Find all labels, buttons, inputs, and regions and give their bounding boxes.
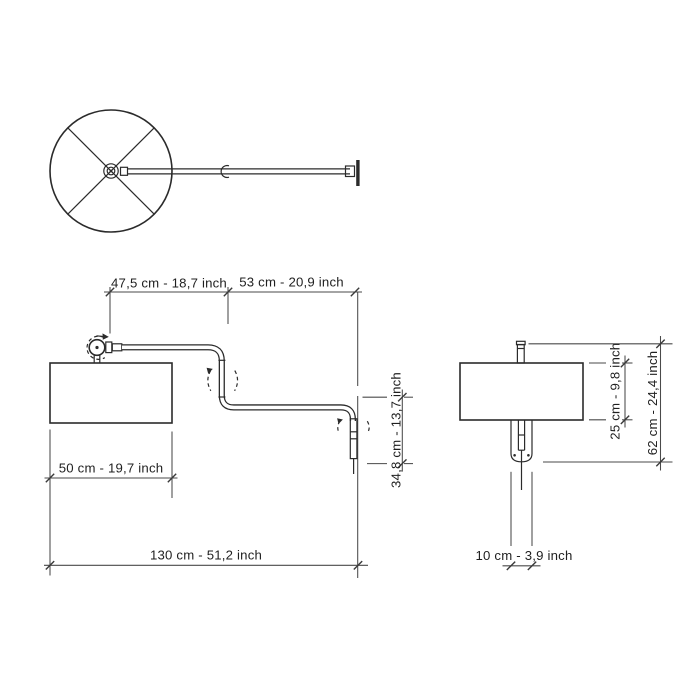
dim-shade-width-label: 50 cm - 19,7 inch: [59, 461, 164, 476]
side-view: 47,5 cm - 18,7 inch 53 cm - 20,9 inch 50…: [44, 275, 413, 578]
shade-outline-circle: [49, 109, 173, 233]
arm-sleeve-joint: [220, 164, 230, 179]
dimension-total-reach: 130 cm - 51,2 inch: [44, 548, 368, 570]
bracket-rotation-arrow-icon: [337, 418, 370, 434]
dimension-stem-width: 10 cm - 3,9 inch: [475, 471, 572, 571]
dimension-shade-width: 50 cm - 19,7 inch: [44, 429, 178, 576]
dim-wall-bracket-height-label: 34,8 cm - 13,7 inch: [389, 372, 404, 488]
dimension-arm-sections: 47,5 cm - 18,7 inch 53 cm - 20,9 inch: [104, 275, 362, 334]
dimension-total-height: 62 cm - 24,4 inch: [528, 336, 673, 471]
arm-top: [128, 164, 350, 179]
bottom-stem: [510, 420, 533, 490]
dimension-wall-bracket-height: 34,8 cm - 13,7 inch: [362, 372, 413, 488]
wall-plate-top: [344, 160, 360, 186]
dimension-shade-height: 25 cm - 9,8 inch: [589, 343, 633, 440]
lampshade-front: [459, 362, 584, 421]
dim-arm-section-2-label: 53 cm - 20,9 inch: [239, 275, 344, 290]
top-view: [49, 109, 360, 233]
screw-dot: [527, 454, 530, 457]
dim-arm-section-1-label: 47,5 cm - 18,7 inch: [111, 276, 227, 291]
pivot-joint: [88, 338, 123, 363]
dim-stem-width-label: 10 cm - 3,9 inch: [475, 548, 572, 563]
front-view: 10 cm - 3,9 inch 25 cm - 9,8 inch 62 cm …: [459, 336, 673, 571]
dim-shade-height-label: 25 cm - 9,8 inch: [608, 343, 623, 440]
dim-total-height-label: 62 cm - 24,4 inch: [645, 351, 660, 456]
wall-bracket-side: [349, 418, 358, 474]
screw-dot: [513, 454, 516, 457]
swivel-hub: [103, 163, 129, 179]
arm-rotation-arrow-icon: [206, 367, 239, 392]
dim-total-reach-label: 130 cm - 51,2 inch: [150, 548, 262, 563]
swing-arm: [122, 344, 356, 421]
lampshade-side: [49, 362, 173, 424]
pivot-rotation-arrow-icon: [86, 333, 109, 360]
top-stem: [515, 340, 526, 364]
